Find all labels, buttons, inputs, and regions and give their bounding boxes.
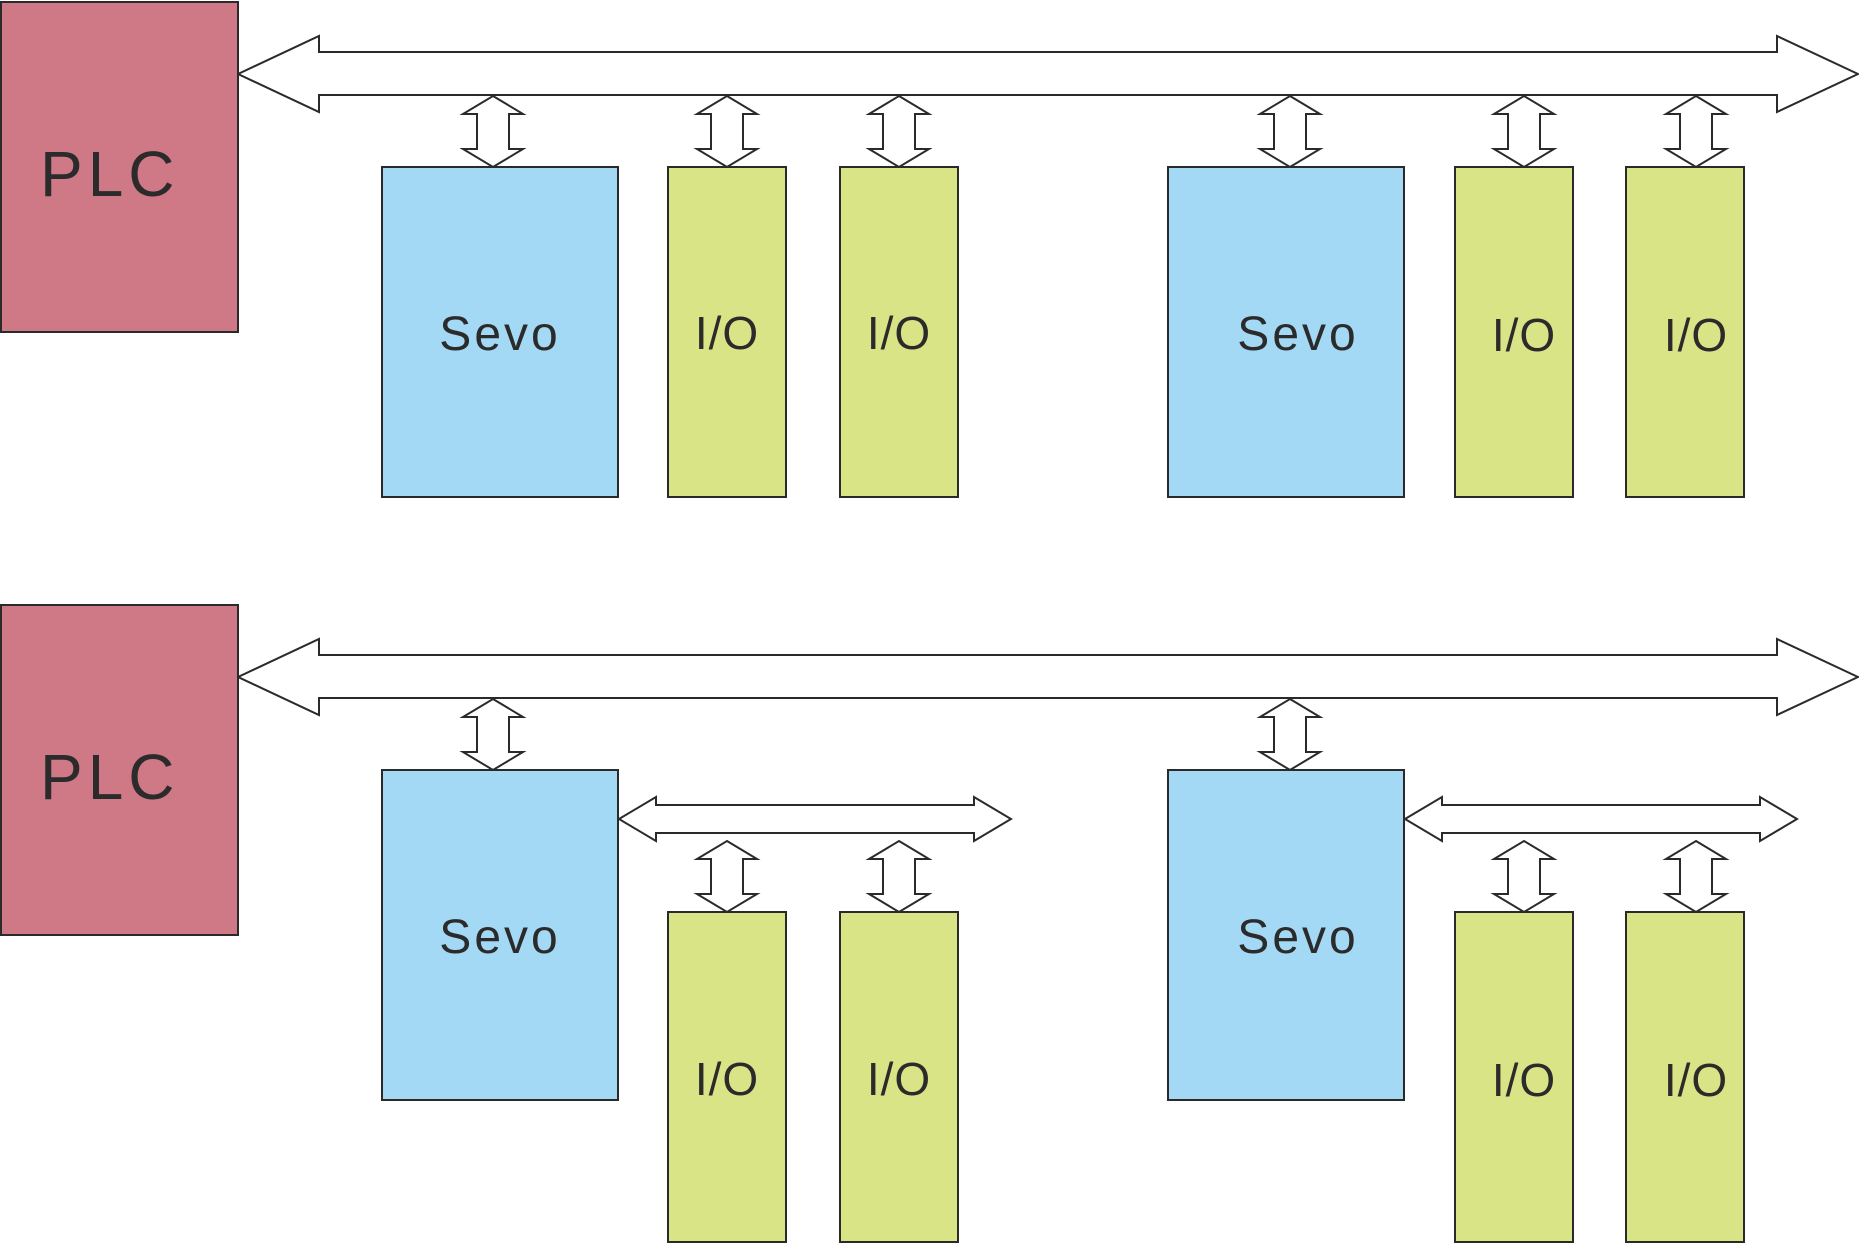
io-label: I/O — [867, 1053, 931, 1105]
topology-1: PLC Sevo I/O I/O Sevo I/O I/O — [0, 1, 1859, 498]
io-module: I/O — [1454, 166, 1574, 498]
io-label: I/O — [695, 307, 759, 359]
io-module: I/O — [667, 911, 787, 1243]
main-bus-arrow — [235, 637, 1859, 717]
io-label: I/O — [695, 1053, 759, 1105]
io-module: I/O — [1454, 911, 1574, 1243]
servo-block: Sevo — [381, 166, 619, 498]
plc-label: PLC — [40, 741, 180, 813]
io-module: I/O — [1625, 911, 1745, 1243]
io-label: I/O — [1492, 309, 1556, 361]
io-module: I/O — [839, 166, 959, 498]
connector-arrow — [693, 839, 761, 914]
servo-label: Sevo — [1237, 911, 1358, 964]
servo-label: Sevo — [439, 911, 560, 964]
plc-block: PLC — [0, 604, 239, 936]
io-label: I/O — [1492, 1054, 1556, 1106]
connector-arrow — [865, 94, 933, 169]
connector-arrow — [865, 839, 933, 914]
connector-arrow — [1490, 94, 1558, 169]
io-module: I/O — [839, 911, 959, 1243]
connector-arrow — [459, 697, 527, 772]
sub-bus-arrow — [1403, 795, 1799, 843]
connector-arrow — [1662, 839, 1730, 914]
servo-block: Sevo — [1167, 769, 1405, 1101]
plc-block: PLC — [0, 1, 239, 333]
bus-connectors — [459, 94, 1730, 169]
connector-arrow — [1256, 697, 1324, 772]
sub-bus-arrow — [617, 795, 1013, 843]
servo-block: Sevo — [1167, 166, 1405, 498]
servo-block: Sevo — [381, 769, 619, 1101]
main-bus-arrow — [235, 34, 1859, 114]
servo-label: Sevo — [1237, 308, 1358, 361]
connector-arrow — [1662, 94, 1730, 169]
connector-arrow — [1490, 839, 1558, 914]
servo-label: Sevo — [439, 308, 560, 361]
io-label: I/O — [1664, 1054, 1728, 1106]
connector-arrow — [693, 94, 761, 169]
io-module: I/O — [667, 166, 787, 498]
connector-arrow — [459, 94, 527, 169]
connector-arrow — [1256, 94, 1324, 169]
io-module: I/O — [1625, 166, 1745, 498]
io-label: I/O — [1664, 309, 1728, 361]
io-label: I/O — [867, 307, 931, 359]
topology-2: PLC Sevo I/O I/O Sevo I/O I/O — [0, 604, 1859, 1243]
plc-label: PLC — [40, 138, 180, 210]
